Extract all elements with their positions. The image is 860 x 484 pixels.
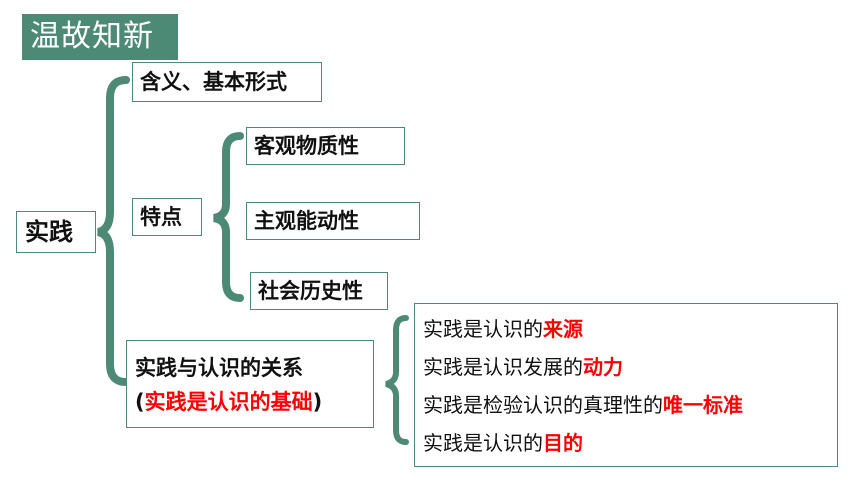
- relation-label: 实践与认识的关系: [135, 356, 303, 380]
- feature-item-subjective: 主观能动性: [246, 202, 420, 240]
- feature-item-objective: 客观物质性: [246, 127, 405, 165]
- relation-point-highlight: 来源: [543, 317, 583, 341]
- relation-points-panel: 实践是认识的来源 实践是认识发展的动力 实践是检验认识的真理性的唯一标准 实践是…: [414, 303, 838, 467]
- root-node-practice: 实践: [16, 211, 96, 253]
- relation-point: 实践是认识发展的动力: [423, 355, 623, 379]
- feature-item-label: 客观物质性: [254, 134, 359, 158]
- relation-brace: [385, 315, 409, 445]
- feature-item-social: 社会历史性: [250, 272, 388, 310]
- relation-note-highlight: 实践是认识的基础: [144, 390, 313, 414]
- relation-point-highlight: 唯一标准: [663, 393, 743, 417]
- relation-note: (实践是认识的基础): [135, 390, 323, 414]
- meaning-node: 含义、基本形式: [132, 62, 322, 102]
- features-node: 特点: [132, 198, 202, 236]
- features-label: 特点: [140, 205, 182, 229]
- relation-node: 实践与认识的关系 (实践是认识的基础): [126, 340, 374, 428]
- root-label: 实践: [25, 218, 73, 246]
- relation-point: 实践是认识的来源: [423, 317, 583, 341]
- features-brace: [213, 132, 244, 302]
- feature-item-label: 社会历史性: [258, 279, 363, 303]
- section-title: 温故知新: [22, 14, 178, 60]
- relation-point-highlight: 目的: [543, 431, 583, 455]
- meaning-label: 含义、基本形式: [140, 70, 287, 94]
- main-brace: [96, 76, 130, 386]
- relation-point: 实践是检验认识的真理性的唯一标准: [423, 393, 743, 417]
- feature-item-label: 主观能动性: [254, 209, 359, 233]
- relation-point: 实践是认识的目的: [423, 431, 583, 455]
- relation-point-highlight: 动力: [583, 355, 623, 379]
